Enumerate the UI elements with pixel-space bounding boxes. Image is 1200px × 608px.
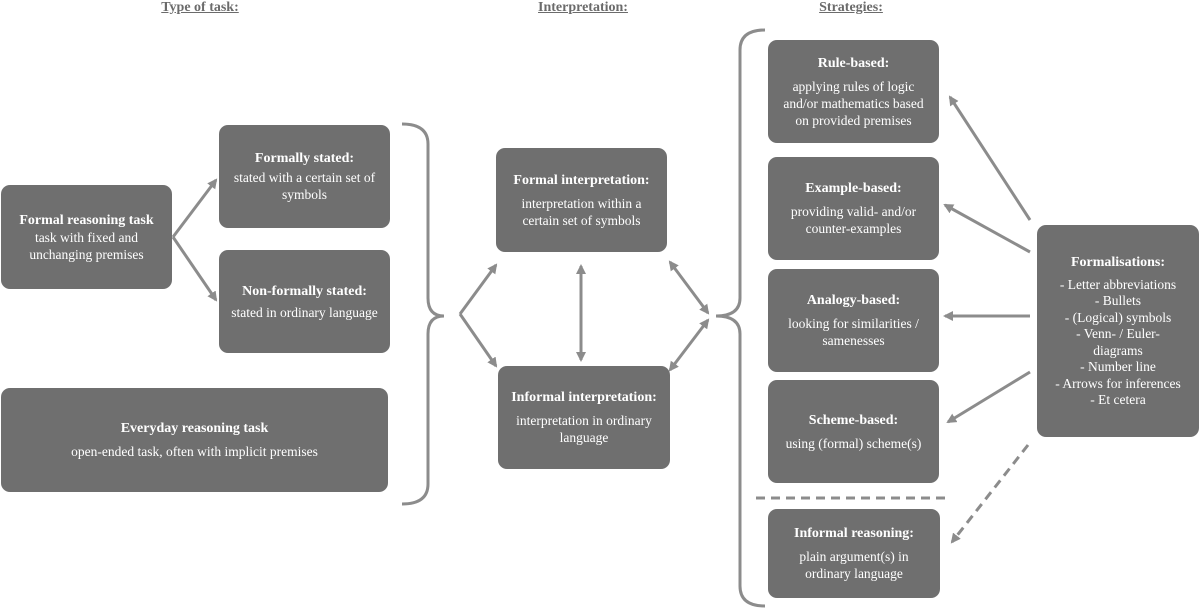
scheme-based-box: Scheme-based: using (formal) scheme(s)	[768, 380, 939, 483]
formalisation-item: - Et cetera	[1090, 392, 1146, 407]
formalisation-item: - Number line	[1080, 359, 1156, 374]
analogy-based-title: Analogy-based:	[806, 293, 901, 308]
formal-reasoning-task-desc: task with fixed and unchanging premises	[29, 229, 144, 262]
everyday-reasoning-task-box: Everyday reasoning task open-ended task,…	[1, 388, 388, 492]
analogy-based-desc: looking for similarities / samenesses	[788, 316, 919, 348]
formalisations-title: Formalisations:	[1070, 254, 1166, 270]
informal-reasoning-title: Informal reasoning:	[794, 526, 914, 541]
formalisations-box: Formalisations: - Letter abbreviations- …	[1037, 225, 1199, 437]
non-formally-stated-title: Non-formally stated:	[242, 283, 367, 299]
formal-reasoning-task-box: Formal reasoning task task with fixed an…	[1, 185, 172, 289]
formal-interpretation-desc: interpretation within a certain set of s…	[521, 195, 642, 228]
example-based-desc: providing valid- and/or counter-examples	[790, 204, 917, 236]
arrow-informal-interpretation-to-strategies	[668, 318, 710, 372]
header-type-of-task: Type of task:	[161, 0, 239, 15]
arrow-formalisations-to-rule	[948, 95, 1032, 221]
header-strategies: Strategies:	[819, 0, 883, 15]
formal-reasoning-task-title: Formal reasoning task	[19, 212, 154, 228]
formalisation-item: - Arrows for inferences	[1055, 375, 1181, 391]
formalisation-item: - Letter abbreviations	[1059, 276, 1177, 292]
formalisation-item: - (Logical) symbols	[1064, 309, 1172, 325]
header-interpretation: Interpretation:	[538, 0, 628, 15]
formally-stated-title: Formally stated:	[254, 151, 355, 166]
example-based-box: Example-based: providing valid- and/or c…	[768, 157, 939, 260]
informal-interpretation-title: Informal interpretation:	[511, 390, 657, 405]
non-formally-stated-desc: stated in ordinary language	[231, 304, 378, 320]
bracket-strategies	[715, 28, 766, 608]
arrow-formalisations-to-informal	[950, 444, 1030, 544]
arrow-task-to-non-formally-stated	[171, 236, 218, 302]
arrow-formal-interpretation-to-strategies	[668, 260, 710, 315]
rule-based-title: Rule-based:	[817, 55, 890, 71]
scheme-based-title: Scheme-based:	[808, 412, 899, 428]
informal-reasoning-box: Informal reasoning: plain argument(s) in…	[768, 509, 940, 598]
rule-based-desc: applying rules of logic and/or mathemati…	[783, 78, 924, 128]
formal-interpretation-box: Formal interpretation: interpretation wi…	[496, 148, 667, 252]
arrow-to-informal-interpretation	[458, 313, 498, 368]
arrow-formalisations-to-example	[943, 203, 1031, 254]
rule-based-box: Rule-based: applying rules of logic and/…	[768, 40, 939, 143]
bracket-tasks	[401, 122, 445, 506]
formalisation-item: - Venn- / Euler-	[1076, 326, 1160, 341]
formalisation-item: - Bullets	[1094, 293, 1142, 308]
informal-interpretation-box: Informal interpretation: interpretation …	[498, 366, 670, 469]
example-based-title: Example-based:	[805, 181, 902, 196]
analogy-based-box: Analogy-based: looking for similarities …	[768, 269, 939, 372]
formally-stated-desc: stated with a certain set of symbols	[233, 170, 376, 202]
formally-stated-box: Formally stated: stated with a certain s…	[219, 125, 390, 228]
arrow-formalisations-to-scheme	[946, 370, 1031, 424]
everyday-reasoning-task-desc: open-ended task, often with implicit pre…	[71, 444, 318, 459]
arrow-to-formal-interpretation	[458, 263, 498, 315]
scheme-based-desc: using (formal) scheme(s)	[785, 435, 922, 451]
formalisations-list: - Letter abbreviations- Bullets- (Logica…	[1055, 277, 1181, 409]
arrow-task-to-formally-stated	[171, 178, 218, 238]
formal-interpretation-title: Formal interpretation:	[513, 172, 650, 188]
informal-reasoning-desc: plain argument(s) in ordinary language	[799, 549, 909, 581]
formalisation-item: diagrams	[1093, 342, 1143, 358]
non-formally-stated-box: Non-formally stated: stated in ordinary …	[219, 250, 390, 353]
everyday-reasoning-task-title: Everyday reasoning task	[120, 421, 269, 436]
informal-interpretation-desc: interpretation in ordinary language	[516, 413, 652, 445]
